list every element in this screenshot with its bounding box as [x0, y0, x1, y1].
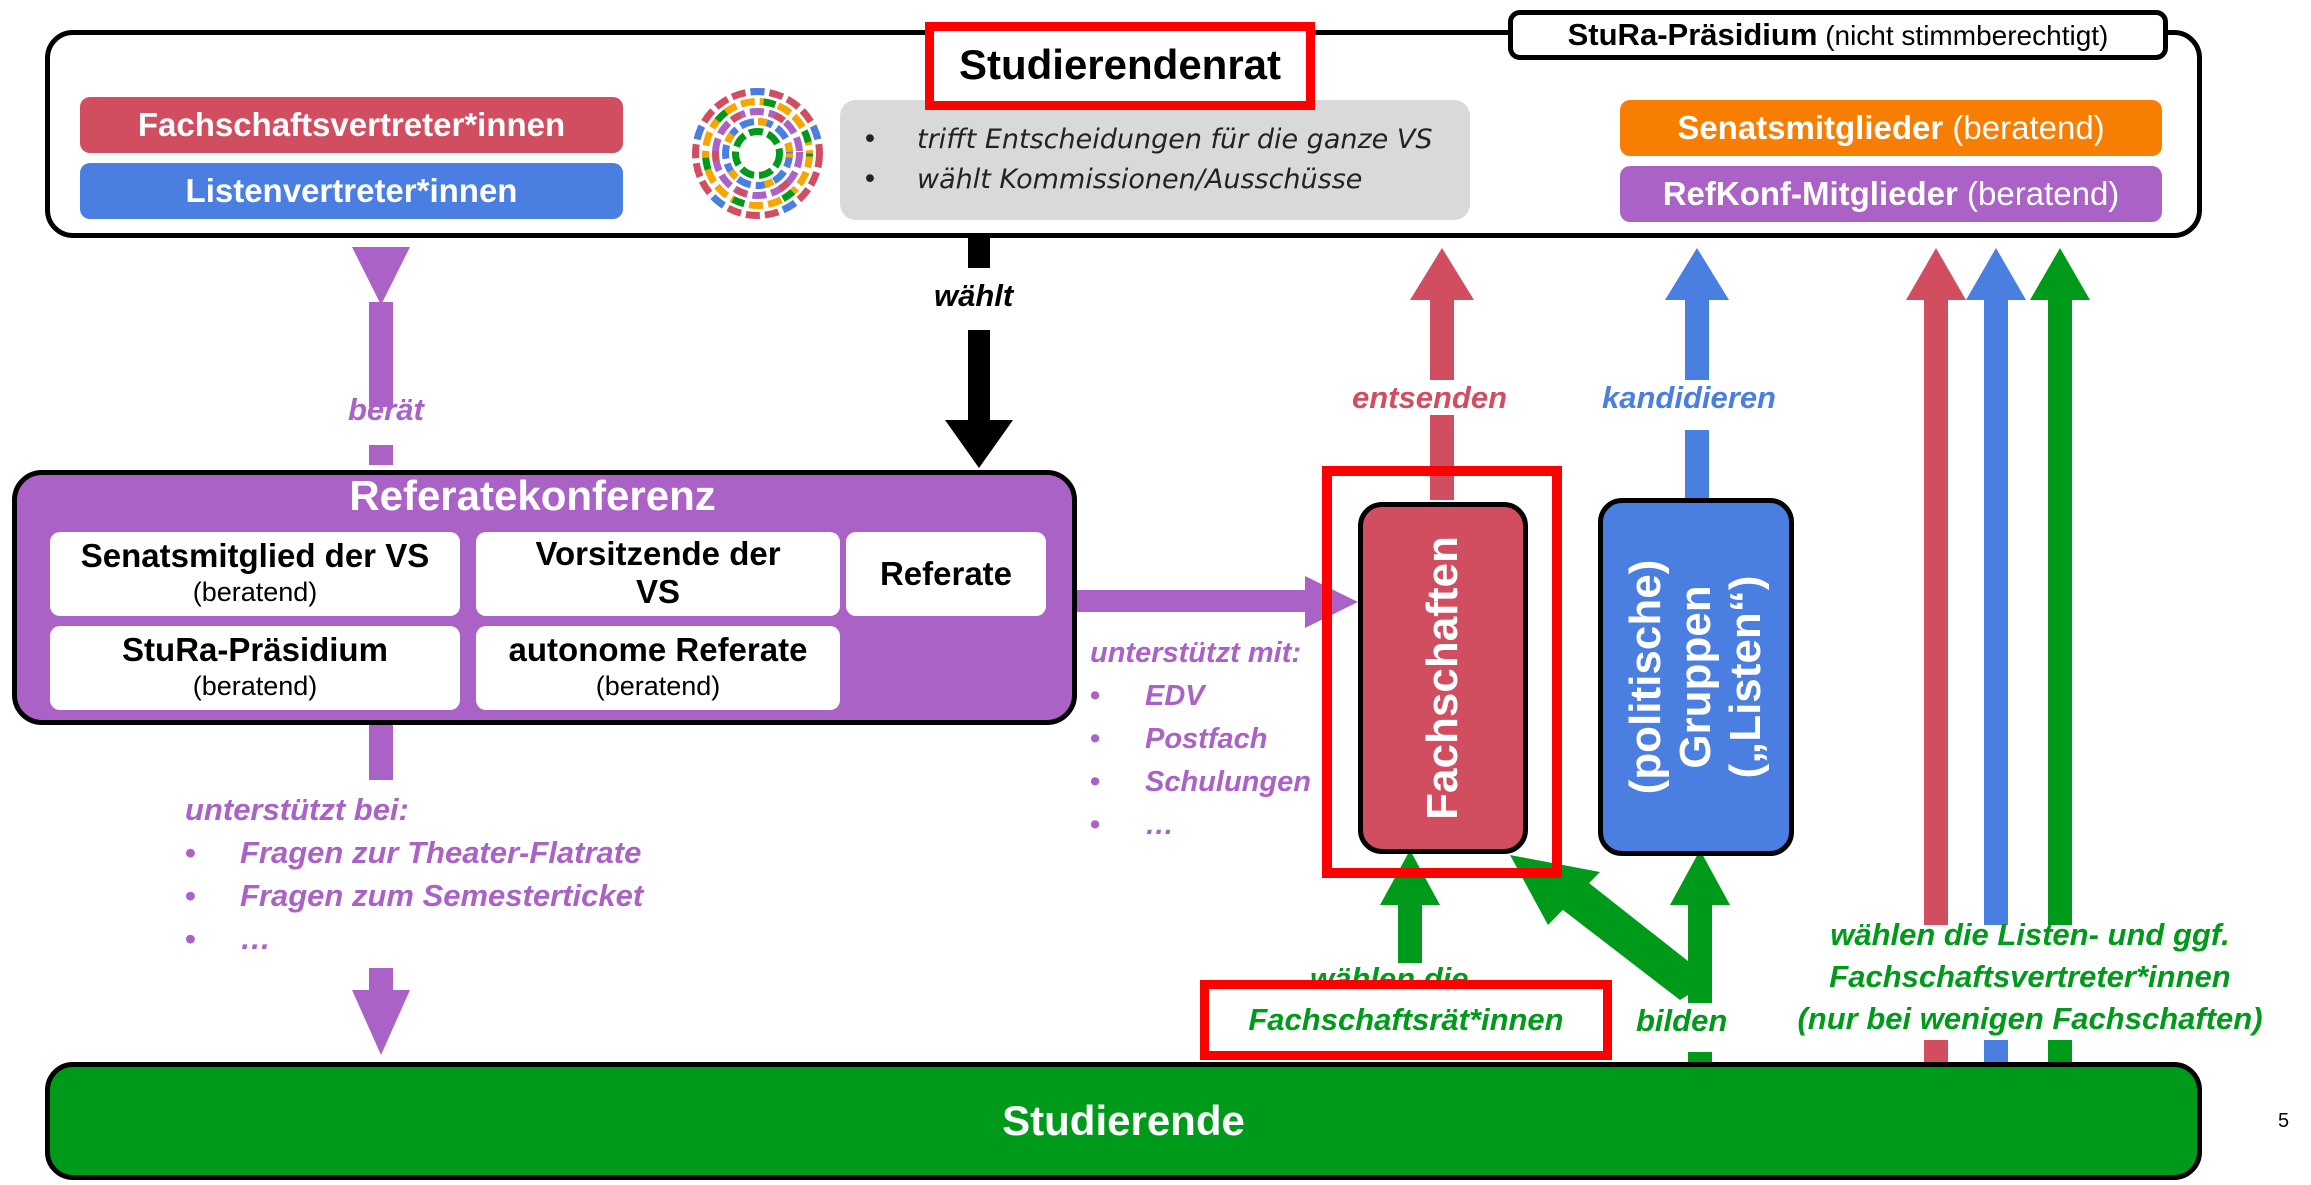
list-heading: unterstützt bei:: [185, 792, 409, 827]
refkonf-note: (beratend): [1967, 175, 2120, 212]
member-note: (beratend): [595, 671, 721, 701]
list-item: •…: [185, 921, 271, 956]
gruppen-box: (politische) Gruppen („Listen“): [1598, 498, 1794, 856]
fachschaftsraete-label: Fachschaftsrät*innen: [1248, 1002, 1564, 1037]
studierendenrat-tasks: •trifft Entscheidungen für die ganze VS …: [840, 100, 1470, 220]
gruppen-line: (politische): [1621, 559, 1670, 795]
senatsmitglieder-pill: Senatsmitglieder (beratend): [1620, 100, 2162, 156]
gruppen-line: Gruppen: [1671, 585, 1720, 769]
waehlen-listen-label: wählen die Listen- und ggf. Fachschaftsv…: [1760, 914, 2300, 1040]
rk-member-vorsitzende: Vorsitzende der VS: [476, 532, 840, 616]
list-item-text: Fragen zur Theater-Flatrate: [240, 835, 642, 870]
list-item: •…: [1090, 809, 1174, 841]
purple-vertical-arrow: [352, 247, 410, 1055]
rk-member-senatsmitglied: Senatsmitglied der VS (beratend): [50, 532, 460, 616]
rk-member-autonome: autonome Referate (beratend): [476, 626, 840, 710]
task-item: •wählt Kommissionen/Ausschüsse: [862, 164, 1363, 195]
member-note: (beratend): [192, 577, 318, 607]
task-text: trifft Entscheidungen für die ganze VS: [917, 124, 1433, 155]
waehlt-label: wählt: [934, 278, 1014, 313]
refkonf-pill: RefKonf-Mitglieder (beratend): [1620, 166, 2162, 222]
task-text: wählt Kommissionen/Ausschüsse: [917, 164, 1363, 195]
kandidieren-arrow: [1665, 248, 1729, 500]
kandidieren-label: kandidieren: [1602, 380, 1776, 415]
studierende-box: Studierende: [45, 1062, 2202, 1180]
purple-horizontal-arrow: [1077, 576, 1358, 628]
list-item: •Fragen zur Theater-Flatrate: [185, 835, 642, 870]
praesidium-note: (nicht stimmberechtigt): [1825, 20, 2109, 51]
refkonf-name: RefKonf-Mitglieder: [1662, 175, 1958, 212]
unterstuetzt-mit-list: unterstützt mit: •EDV •Postfach •Schulun…: [1090, 632, 1311, 847]
member-name: Vorsitzende der VS: [535, 535, 781, 610]
bilden-label: bilden: [1636, 1003, 1728, 1038]
fachschaften-label: Fachschaften: [1418, 536, 1467, 820]
member-name: Senatsmitglied der VS: [80, 537, 430, 574]
listenvertreter-pill: Listenvertreter*innen: [80, 163, 623, 219]
list-item-text: Postfach: [1145, 723, 1268, 755]
rk-member-referate: Referate: [846, 532, 1046, 616]
beraet-label: berät: [348, 392, 424, 427]
list-item-text: …: [1145, 809, 1174, 841]
member-note: (beratend): [192, 671, 318, 701]
list-item: •Fragen zum Semesterticket: [185, 878, 644, 913]
right-long-arrows: [1906, 248, 2090, 1065]
rk-member-praesidium: StuRa-Präsidium (beratend): [50, 626, 460, 710]
member-name: Referate: [879, 555, 1013, 592]
fachschaften-box: Fachschaften: [1358, 502, 1528, 854]
senatsmitglieder-name: Senatsmitglieder: [1677, 109, 1944, 146]
list-item-text: Fragen zum Semesterticket: [240, 878, 644, 913]
task-item: •trifft Entscheidungen für die ganze VS: [862, 124, 1433, 155]
entsenden-label: entsenden: [1352, 380, 1508, 415]
fachschaftsvertreter-pill: Fachschaftsvertreter*innen: [80, 97, 623, 153]
list-item-text: Schulungen: [1145, 766, 1311, 798]
list-item: •Postfach: [1090, 723, 1268, 755]
member-name: autonome Referate: [508, 631, 808, 668]
studierendenrat-title: Studierendenrat: [925, 22, 1315, 110]
label-line: wählen die Listen- und ggf.: [1830, 917, 2230, 952]
unterstuetzt-bei-list: unterstützt bei: •Fragen zur Theater-Fla…: [185, 788, 643, 960]
page-number: 5: [2278, 1110, 2290, 1132]
list-item: •Schulungen: [1090, 766, 1311, 798]
label-line: Fachschaftsvertreter*innen: [1829, 959, 2231, 994]
list-heading: unterstützt mit:: [1090, 637, 1302, 669]
fachschaften-highlight: [1322, 466, 1562, 878]
stura-praesidium-label: StuRa-Präsidium (nicht stimmberechtigt): [1508, 10, 2168, 60]
list-item: •EDV: [1090, 680, 1205, 712]
bilden-vertical-arrow: [1670, 850, 1730, 1066]
praesidium-name: StuRa-Präsidium: [1567, 17, 1818, 52]
waehlt-arrow: [945, 238, 1013, 468]
referatekonferenz-title: Referatekonferenz: [349, 472, 716, 519]
list-item-text: …: [240, 921, 271, 956]
senatsmitglieder-note: (beratend): [1952, 109, 2105, 146]
gruppen-label: (politische) Gruppen („Listen“): [1621, 560, 1771, 795]
parliament-seats-icon: [692, 88, 823, 219]
list-item-text: EDV: [1145, 680, 1205, 712]
member-name: StuRa-Präsidium: [122, 631, 388, 668]
fachschaftsraete-highlight: Fachschaftsrät*innen: [1200, 980, 1612, 1060]
label-line: (nur bei wenigen Fachschaften): [1797, 1001, 2263, 1036]
gruppen-line: („Listen“): [1721, 575, 1770, 779]
entsenden-arrow: [1410, 248, 1474, 500]
